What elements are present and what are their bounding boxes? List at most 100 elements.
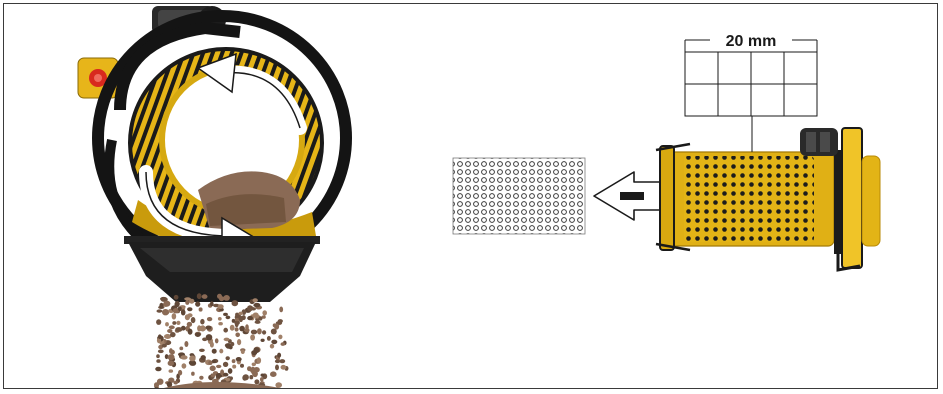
soil-particle [185, 300, 189, 305]
soil-particle [237, 339, 241, 345]
soil-particle [224, 338, 230, 342]
soil-particle [178, 307, 182, 312]
soil-particle [154, 382, 159, 387]
soil-particle [184, 341, 188, 347]
soil-particle [162, 344, 167, 348]
soil-particle [253, 313, 259, 318]
soil-particle [164, 301, 171, 307]
soil-particle [156, 359, 160, 363]
soil-particle [251, 367, 255, 372]
soil-particle [187, 313, 192, 317]
soil-particle [212, 349, 217, 354]
soil-particle [251, 350, 257, 355]
soil-particle [156, 319, 161, 325]
soil-particle [208, 361, 212, 365]
soil-particle [187, 307, 192, 311]
soil-particle [260, 377, 264, 382]
soil-particle [236, 357, 242, 361]
soil-particle [191, 372, 195, 376]
soil-particle [158, 334, 162, 339]
soil-particle [240, 364, 244, 368]
soil-particle [223, 295, 230, 301]
soil-particle [165, 322, 169, 326]
soil-particle [157, 309, 163, 312]
soil-particle [230, 325, 235, 331]
drum-motor [800, 128, 838, 156]
soil-particle [249, 375, 253, 379]
soil-particle [228, 368, 233, 374]
soil-particle [235, 318, 239, 321]
soil-particle [207, 317, 212, 321]
perforated-drum-illustration [656, 128, 880, 270]
soil-particle [252, 363, 256, 367]
soil-particle [217, 294, 222, 299]
soil-particle [155, 367, 161, 372]
soil-particle [232, 365, 236, 369]
soil-particle [179, 347, 183, 351]
soil-particle [168, 354, 175, 360]
soil-particle [270, 371, 277, 377]
soil-particle [195, 332, 201, 337]
soil-particle [181, 309, 186, 315]
soil-particle [219, 349, 223, 354]
soil-particle [281, 342, 286, 346]
soil-particle [243, 374, 249, 380]
soil-particle [199, 326, 206, 332]
soil-particle [210, 366, 216, 372]
mesh-screen-sample [453, 158, 585, 234]
soil-particle [156, 354, 160, 358]
soil-particle [162, 311, 169, 315]
soil-particle [251, 330, 257, 335]
soil-particle [262, 330, 266, 334]
soil-particle [191, 317, 196, 323]
soil-particle [223, 373, 228, 377]
soil-particle [244, 328, 249, 332]
soil-particle [281, 365, 287, 370]
falling-soil-particles [154, 293, 289, 390]
soil-particle [235, 327, 239, 331]
soil-particle [174, 295, 179, 300]
soil-particle [257, 328, 262, 334]
soil-particle [271, 340, 277, 345]
soil-particle [216, 365, 221, 368]
soil-particle [226, 356, 230, 360]
soil-particle [178, 370, 182, 376]
soil-particle [187, 322, 192, 327]
soil-particle [184, 297, 191, 300]
soil-particle [241, 350, 245, 354]
soil-particle [278, 335, 282, 340]
soil-particle [169, 325, 175, 329]
remove-screen-arrow-icon [594, 172, 664, 220]
soil-particle [199, 349, 205, 352]
soil-particle [239, 316, 243, 322]
soil-particle [180, 355, 187, 359]
soil-particle [257, 357, 261, 363]
soil-particle [210, 301, 214, 306]
soil-particle [201, 355, 206, 360]
soil-particle [259, 316, 263, 320]
soil-particle [279, 307, 283, 313]
soil-particle [261, 339, 265, 342]
soil-particle [188, 329, 193, 335]
soil-particle [168, 360, 174, 366]
soil-particle [195, 301, 200, 306]
soil-particle [176, 321, 180, 325]
rotating-drum-illustration [78, 6, 346, 392]
soil-particle [262, 310, 267, 315]
soil-particle [226, 316, 231, 320]
soil-particle [275, 365, 279, 371]
soil-particle [230, 342, 234, 346]
soil-particle [254, 379, 259, 384]
soil-particle [218, 322, 223, 325]
mesh-size-label: 20 mm [726, 33, 777, 50]
mesh-size-indicator: 20 mm [685, 30, 817, 152]
soil-particle [169, 369, 174, 372]
soil-particle [211, 374, 216, 377]
soil-particle [223, 328, 228, 333]
soil-particle [182, 363, 187, 368]
soil-particle [197, 293, 202, 299]
soil-particle [223, 313, 228, 316]
perforated-surface [684, 156, 814, 242]
soil-particle [199, 307, 203, 311]
